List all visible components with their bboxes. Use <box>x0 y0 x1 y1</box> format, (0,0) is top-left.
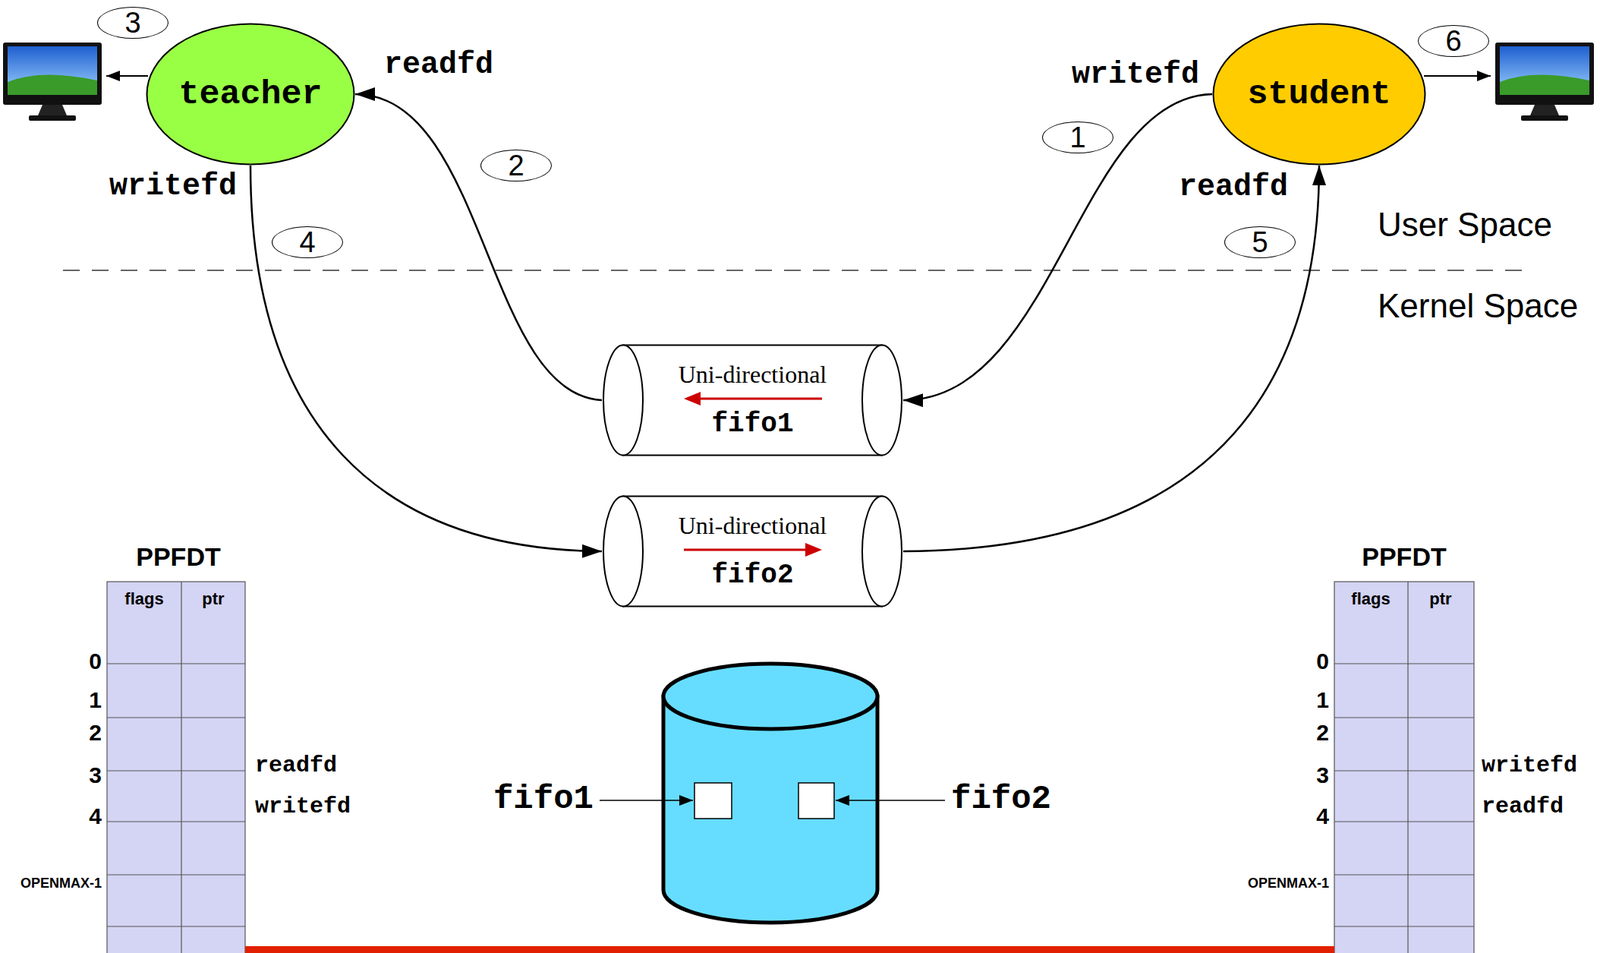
flow-line <box>683 548 809 552</box>
pipe-cap <box>862 345 902 456</box>
connector <box>250 165 602 552</box>
fd-table <box>1334 581 1475 953</box>
node-text: Uni-directional <box>678 360 827 389</box>
column-header: ptr <box>201 588 224 609</box>
callout-number: 6 <box>1417 25 1490 57</box>
connector <box>355 94 602 400</box>
process-ellipse: teacher <box>145 22 356 166</box>
row-number: OPENMAX-1 <box>20 875 102 892</box>
pipe-cap <box>603 496 643 607</box>
red-bar <box>245 945 1335 953</box>
pipe-cap <box>862 496 902 607</box>
space-label: User Space <box>1377 205 1553 244</box>
row-number: 0 <box>1316 648 1330 675</box>
pipe-cap <box>603 345 643 456</box>
node-text: student <box>1247 75 1391 114</box>
column-header: ptr <box>1429 588 1452 609</box>
fd-label: writefd <box>1071 57 1200 92</box>
node-text: fifo1 <box>711 408 794 440</box>
fifo-pipe: Uni-directional fifo2 <box>601 494 904 608</box>
column-header: flags <box>1351 588 1390 609</box>
callout-number: 5 <box>1224 226 1296 259</box>
row-number: 4 <box>88 803 102 829</box>
space-label: Kernel Space <box>1377 286 1578 325</box>
file-label: fifo1 <box>493 779 594 818</box>
output-arrow <box>106 75 149 77</box>
fd-label: readfd <box>255 752 338 778</box>
row-number: 2 <box>1316 719 1330 746</box>
output-arrow <box>1423 75 1491 77</box>
fd-label: readfd <box>384 47 494 82</box>
callout-number: 3 <box>97 6 169 39</box>
row-number: OPENMAX-1 <box>1247 875 1330 892</box>
row-number: 3 <box>88 762 102 788</box>
fifo-pipe: Uni-directional fifo1 <box>601 343 904 457</box>
fd-label: writefd <box>109 169 237 204</box>
flow-arrow <box>680 390 826 407</box>
node-text: teacher <box>178 75 322 114</box>
pipe-body <box>623 345 882 456</box>
fd-label: readfd <box>1178 170 1289 205</box>
fd-label: writefd <box>255 793 351 819</box>
flow-line <box>697 397 823 400</box>
row-number: 4 <box>1316 803 1330 829</box>
leader-line <box>599 799 693 801</box>
fd-label: writefd <box>1481 752 1578 778</box>
callout-number: 1 <box>1042 121 1114 154</box>
space-divider <box>62 269 1525 271</box>
node-text: fifo2 <box>711 559 794 591</box>
pipe-body <box>623 496 882 607</box>
callout-number: 4 <box>271 226 344 259</box>
row-number: 3 <box>1316 762 1330 788</box>
node-text: Uni-directional <box>678 511 827 540</box>
row-number: 2 <box>88 719 102 746</box>
fd-label: readfd <box>1481 793 1564 819</box>
column-header: flags <box>124 588 164 609</box>
table-title: PPFDT <box>135 541 221 572</box>
fd-table <box>107 581 246 953</box>
table-title: PPFDT <box>1361 541 1446 572</box>
row-number: 0 <box>88 648 102 675</box>
row-number: 1 <box>88 686 102 713</box>
flow-head <box>805 542 823 557</box>
callout-number: 2 <box>480 149 552 182</box>
flow-head <box>683 391 701 406</box>
ellipse-outline <box>1213 24 1426 165</box>
monitor-icon <box>3 42 102 121</box>
row-number: 1 <box>1316 686 1330 713</box>
process-ellipse: student <box>1212 22 1427 166</box>
disk-symbol <box>663 663 878 923</box>
flow-arrow <box>680 541 826 558</box>
ellipse-outline <box>147 24 355 165</box>
leader-line <box>835 799 945 801</box>
connector <box>903 94 1213 400</box>
connector <box>903 165 1320 552</box>
monitor-icon <box>1495 42 1594 121</box>
file-label: fifo2 <box>951 779 1052 818</box>
